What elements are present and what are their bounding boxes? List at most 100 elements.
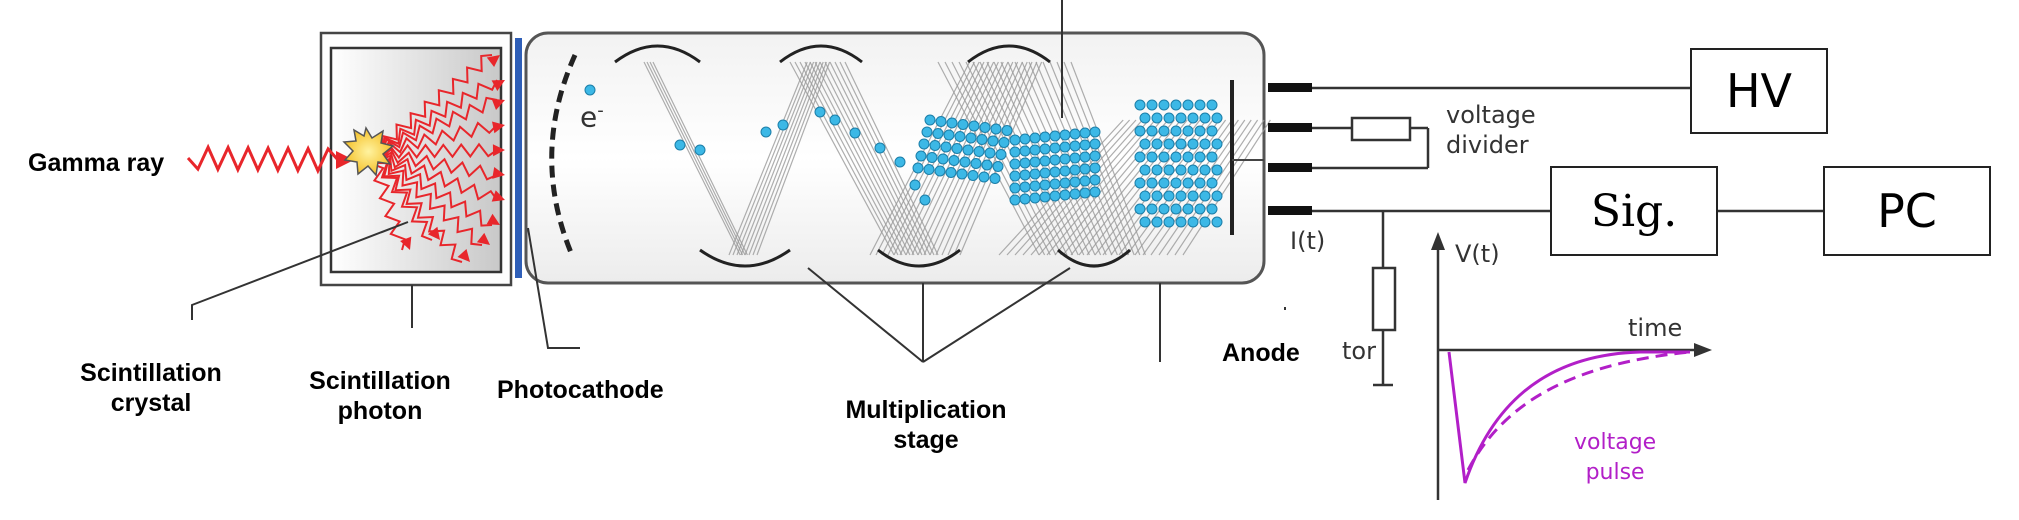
electron [1039,191,1051,203]
electron [1158,125,1170,137]
electron [1009,146,1021,158]
photon-ray [371,151,498,201]
electron [584,84,596,96]
electron [940,141,952,153]
electron [1079,175,1091,187]
beam-line [941,61,1028,256]
electron [926,152,938,163]
electron [1146,177,1158,189]
electron [957,119,969,130]
beam-line [752,61,827,256]
electron [937,153,949,165]
voltage-pulse-dashed [1466,350,1691,471]
beam-line [935,61,1023,256]
electron [1170,177,1182,189]
electron [919,194,931,206]
electron [973,146,985,157]
electron [1089,186,1101,198]
electron [1211,138,1223,150]
electron [1134,125,1146,137]
interaction-flash [342,126,395,177]
beam-line [824,61,923,256]
electron [829,114,841,126]
resistor-partial-label: tor [1342,337,1376,365]
hv-box: HV [1690,48,1828,134]
beam-line [646,61,744,256]
photon-arrowhead [491,80,505,91]
electron [921,126,933,138]
photon-arrowhead [427,226,440,240]
electron-label: e- [580,100,604,134]
electron [1069,128,1081,140]
electron [1009,194,1021,206]
electron [992,161,1004,172]
photocathode-arc [549,53,578,256]
beam-line [819,61,919,256]
beam-line [652,61,748,256]
electron [1170,203,1182,215]
electron [956,168,968,180]
beam-line [809,61,911,256]
electron [1009,170,1021,182]
electron [1187,216,1199,228]
electron [1019,193,1031,205]
electron [1139,112,1151,124]
electron [1019,157,1031,169]
beam-line [814,61,915,256]
electron [1059,165,1071,177]
multiplication-stage-label: Multiplication stage [845,396,1007,454]
electron [1079,127,1091,139]
electron [1029,168,1041,180]
electron [1151,138,1163,150]
dynode [1057,248,1131,268]
electron [1089,150,1101,162]
electron [1211,112,1223,124]
electron [932,128,944,139]
photocathode-layer [515,38,522,278]
electron [1039,167,1051,179]
electron [948,155,960,166]
electron [1182,177,1194,189]
beam-line [740,61,818,256]
electron [1069,152,1081,164]
electron [1079,187,1091,199]
electron [1139,164,1151,176]
electron [915,150,927,162]
electron [1079,163,1091,175]
electron [954,131,966,142]
beam-line [804,61,907,256]
beam-line [1070,119,1182,256]
electron [935,116,947,127]
photon-arrowhead [492,144,505,157]
electron [965,132,977,144]
electron [1039,143,1051,155]
scintillation-photon-label: Scintillation photon [309,367,451,425]
electron [1170,99,1182,111]
beam-line [1182,119,1271,256]
beam-line [1030,119,1150,256]
electron [814,106,826,118]
electron [1059,141,1071,153]
electron [976,134,988,145]
tube-pins [1268,83,1312,215]
electron [951,143,963,154]
photon-arrowhead [476,232,490,245]
dynodes [614,44,1131,268]
electron [1151,190,1163,202]
electron [1029,156,1041,168]
electron [1187,190,1199,202]
electron [1175,190,1187,202]
electron [1139,138,1151,150]
electron [1069,188,1081,200]
beam-line [789,61,895,256]
electron [1194,99,1206,111]
photon-ray [371,147,498,181]
electron [1029,144,1041,156]
beam-line [937,61,1040,256]
electron [1089,174,1101,186]
electron [1146,99,1158,111]
electron [912,162,924,174]
electron [959,156,971,168]
